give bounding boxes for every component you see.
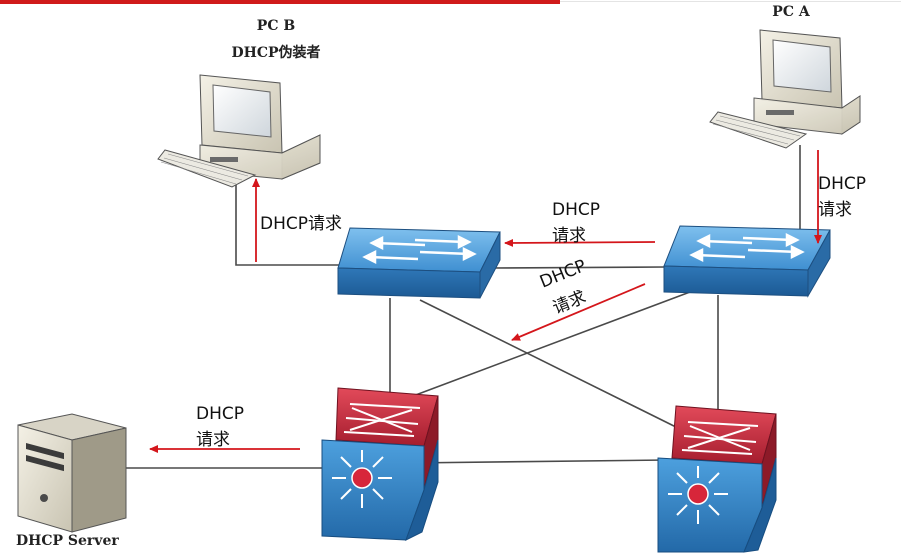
- pc-b-request-label: DHCP请求: [260, 214, 342, 234]
- link-switch-right-to-core-left: [412, 291, 691, 397]
- link-switch-left-to-core-right: [419, 299, 687, 433]
- link-pcb-to-switch-left: [235, 185, 345, 266]
- network-links: [124, 145, 801, 469]
- pc-a-request-label-line2: 请求: [818, 200, 852, 220]
- switch-request-label-line2: 请求: [552, 226, 586, 246]
- arrow-switch-to-core: [511, 283, 646, 341]
- pc-b-name-label: PC B: [256, 18, 296, 34]
- header-accent-bar: [0, 0, 560, 4]
- core-switch-left-icon: [321, 387, 439, 542]
- arrow-switch-right-to-left: [504, 238, 656, 247]
- dhcp-server-label: DHCP Server: [16, 533, 119, 549]
- switch-request-label-line1: DHCP: [552, 200, 600, 220]
- dhcp-server-icon: [17, 413, 127, 533]
- pc-a-computer-icon: [709, 29, 861, 149]
- link-switch-left-to-switch-right: [489, 266, 666, 269]
- pc-a-name-label: PC A: [772, 4, 810, 20]
- header-rule: [560, 1, 901, 2]
- link-core-left-to-core-right: [407, 459, 669, 464]
- dhcp-request-arrows: [149, 150, 822, 453]
- access-switch-left-icon: [337, 227, 501, 299]
- server-request-label-line2: 请求: [196, 430, 230, 450]
- pc-a-request-label-line1: DHCP: [818, 174, 866, 194]
- access-switch-right-icon: [663, 225, 831, 298]
- core-switch-right-hub-icon: [668, 466, 728, 524]
- pc-b-role-label: DHCP伪装者: [231, 45, 321, 61]
- core-switch-right-icon: [657, 405, 777, 553]
- pc-b-computer-icon: [157, 74, 321, 188]
- core-switch-left-hub-icon: [332, 450, 392, 508]
- server-request-label-line1: DHCP: [196, 404, 244, 424]
